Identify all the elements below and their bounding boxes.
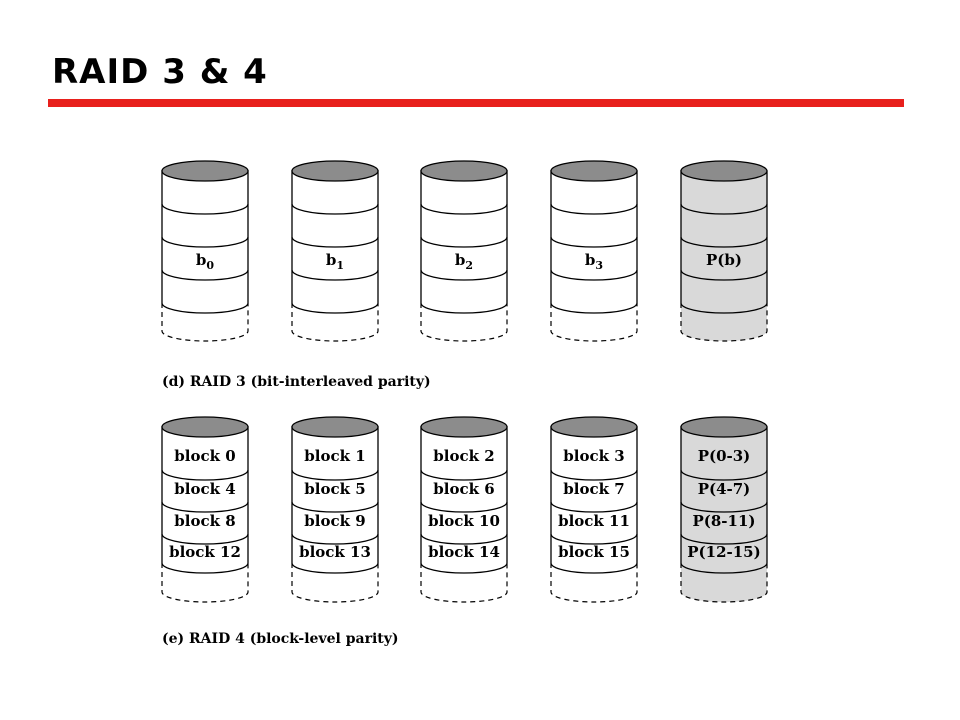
raid3-disk-label: P(b) (706, 251, 742, 269)
data-block-label: block 7 (563, 480, 624, 498)
raid3-disk-label: b0 (196, 251, 215, 272)
raid3-disk-4: P(b) (680, 160, 768, 342)
raid3-disk-label: b1 (326, 251, 344, 272)
raid4-disk-2: block 2 block 6 block 10 block 14 (420, 416, 508, 603)
raid3-disk-label: b2 (455, 251, 473, 272)
parity-block-label: P(4-7) (698, 480, 751, 498)
raid3-array: b0 b1 b2 b3 P(b) (161, 160, 768, 342)
data-block-label: block 1 (304, 447, 365, 465)
data-block-label: block 9 (304, 512, 365, 530)
data-block-label: block 13 (299, 543, 371, 561)
raid3-disk-label: b3 (585, 251, 603, 272)
data-block-label: block 0 (174, 447, 235, 465)
raid3-disk-1: b1 (291, 160, 379, 342)
data-block-label: block 12 (169, 543, 241, 561)
data-block-label: block 6 (433, 480, 494, 498)
data-block-label: block 8 (174, 512, 235, 530)
raid4-disk-3: block 3 block 7 block 11 block 15 (550, 416, 638, 603)
parity-block-label: P(0-3) (698, 447, 751, 465)
data-block-label: block 4 (174, 480, 235, 498)
raid3-disk-2: b2 (420, 160, 508, 342)
data-block-label: block 2 (433, 447, 494, 465)
parity-block-label: P(12-15) (687, 543, 760, 561)
parity-block-label: P(8-11) (692, 512, 755, 530)
data-block-label: block 10 (428, 512, 500, 530)
raid4-disk-0: block 0 block 4 block 8 block 12 (161, 416, 249, 603)
raid3-disk-3: b3 (550, 160, 638, 342)
data-block-label: block 15 (558, 543, 630, 561)
raid3-disk-0: b0 (161, 160, 249, 342)
raid4-disk-4: P(0-3) P(4-7) P(8-11) P(12-15) (680, 416, 768, 603)
data-block-label: block 11 (558, 512, 630, 530)
data-block-label: block 14 (428, 543, 500, 561)
data-block-label: block 5 (304, 480, 365, 498)
raid3-caption: (d) RAID 3 (bit-interleaved parity) (162, 374, 431, 390)
raid4-disk-1: block 1 block 5 block 9 block 13 (291, 416, 379, 603)
raid4-caption: (e) RAID 4 (block-level parity) (162, 631, 398, 647)
title-underline (48, 99, 904, 107)
slide-title: RAID 3 & 4 (52, 52, 268, 92)
data-block-label: block 3 (563, 447, 624, 465)
